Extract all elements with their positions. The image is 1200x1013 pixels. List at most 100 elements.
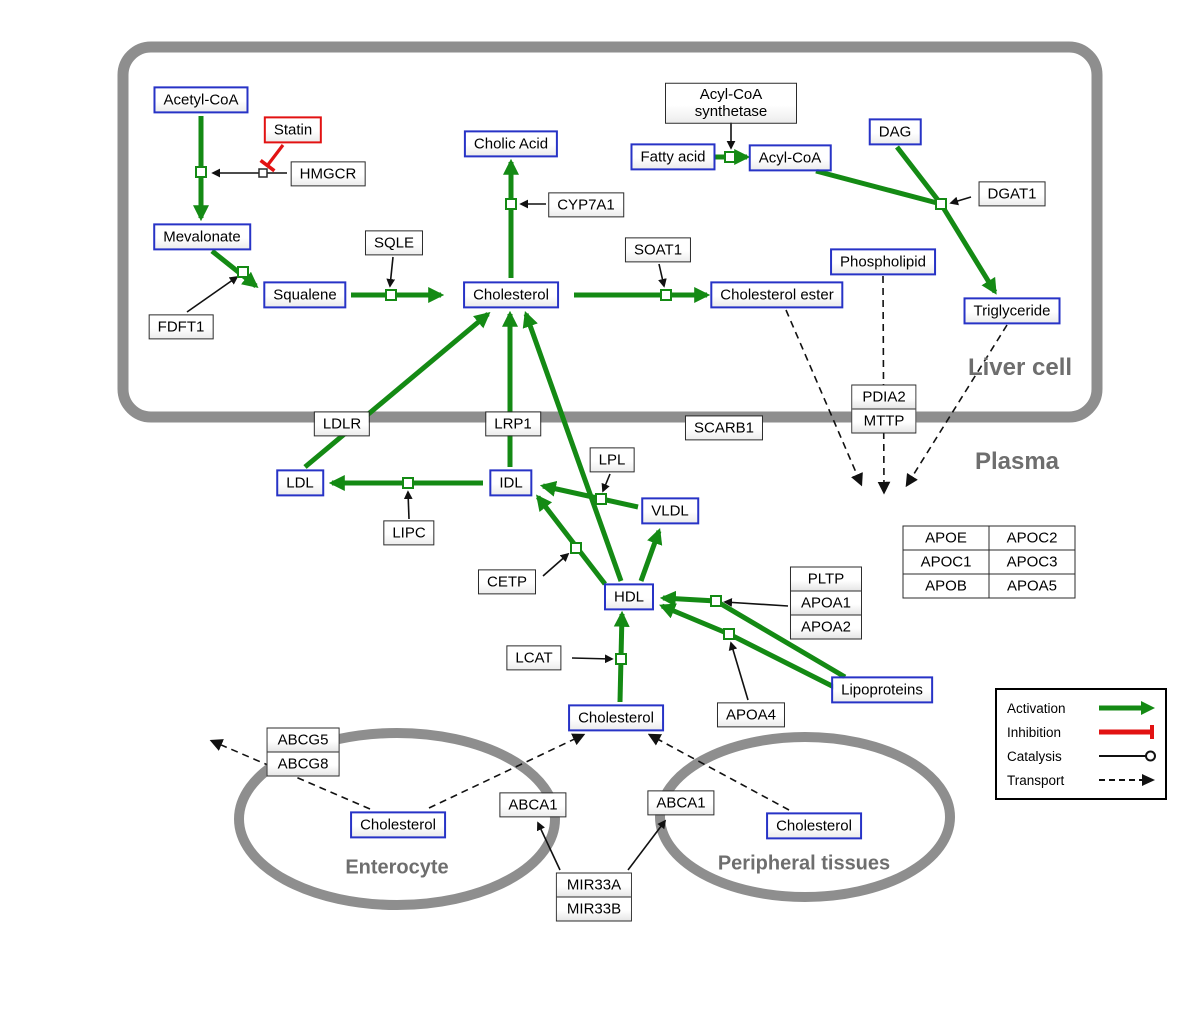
edge-dgat1-catalysis bbox=[949, 196, 972, 206]
node-fdft1[interactable]: FDFT1 bbox=[148, 314, 214, 340]
enterocyte-membrane bbox=[234, 728, 560, 910]
legend-row-inhibition: Inhibition bbox=[1007, 720, 1157, 744]
node-sqle[interactable]: SQLE bbox=[364, 230, 424, 256]
node-statin[interactable]: Statin bbox=[263, 116, 323, 144]
legend-row-transport: Transport bbox=[1007, 768, 1157, 792]
legend-catalysis-label: Catalysis bbox=[1007, 748, 1062, 764]
node-apoa1[interactable]: APOA1 bbox=[790, 590, 862, 615]
node-cholesterol-plasma[interactable]: Cholesterol bbox=[568, 704, 664, 732]
edge-ldl-cholesterol bbox=[303, 311, 491, 469]
catalysis-circle-icon bbox=[1099, 750, 1156, 762]
node-cetp[interactable]: CETP bbox=[477, 569, 537, 595]
liver-cell-membrane bbox=[117, 41, 1103, 423]
edge-mir33-abca1-right bbox=[627, 819, 667, 871]
edge-fdft1-catalysis bbox=[186, 275, 239, 313]
legend: Activation Inhibition Catalysis Transpor… bbox=[995, 688, 1167, 800]
abcg5-abcg8-stack: ABCG5 ABCG8 bbox=[266, 727, 340, 777]
edge-lpl-catalysis bbox=[601, 473, 611, 493]
node-apoe[interactable]: APOE bbox=[903, 526, 990, 551]
inhibition-tbar-icon bbox=[1099, 725, 1154, 739]
node-apoc1[interactable]: APOC1 bbox=[903, 550, 990, 575]
inhibition-edge-statin-hmgcr bbox=[259, 144, 285, 173]
edge-hdl-vldl bbox=[638, 527, 663, 582]
node-lcat[interactable]: LCAT bbox=[506, 645, 562, 671]
node-scarb1[interactable]: SCARB1 bbox=[684, 415, 764, 441]
node-triglyceride[interactable]: Triglyceride bbox=[963, 297, 1061, 325]
node-abcg5[interactable]: ABCG5 bbox=[267, 728, 339, 752]
enterocyte-label: Enterocyte bbox=[345, 856, 449, 879]
catalysis-edges bbox=[186, 121, 972, 871]
pdia2-mttp-stack: PDIA2 MTTP bbox=[851, 384, 917, 434]
edge-junction-triglyceride bbox=[938, 202, 998, 295]
peripheral-tissues-label: Peripheral tissues bbox=[717, 852, 891, 875]
node-phospholipid[interactable]: Phospholipid bbox=[830, 248, 936, 276]
legend-transport-label: Transport bbox=[1007, 772, 1065, 788]
node-mttp[interactable]: MTTP bbox=[852, 408, 916, 433]
node-squalene[interactable]: Squalene bbox=[263, 281, 347, 309]
node-mir33b[interactable]: MIR33B bbox=[556, 896, 632, 921]
edge-phospholipid-plasma bbox=[877, 275, 891, 495]
node-cholesterol-peripheral[interactable]: Cholesterol bbox=[766, 812, 862, 840]
edge-hdl-idl-cetp bbox=[536, 494, 607, 586]
node-dag[interactable]: DAG bbox=[868, 118, 922, 146]
node-vldl[interactable]: VLDL bbox=[641, 497, 699, 525]
node-cyp7a1[interactable]: CYP7A1 bbox=[548, 192, 624, 218]
node-cholesterol-enterocyte[interactable]: Cholesterol bbox=[350, 811, 446, 839]
edge-enterocyte-cholesterol-to-plasma bbox=[428, 733, 586, 809]
node-soat1[interactable]: SOAT1 bbox=[624, 237, 692, 263]
node-hdl[interactable]: HDL bbox=[603, 583, 655, 611]
node-lpl[interactable]: LPL bbox=[589, 447, 635, 473]
node-apoc3[interactable]: APOC3 bbox=[989, 550, 1076, 575]
peripheral-tissues-membrane bbox=[655, 732, 955, 902]
edge-mir33-abca1-left bbox=[536, 821, 561, 871]
edge-apoa4-catalysis bbox=[728, 641, 749, 701]
node-mevalonate[interactable]: Mevalonate bbox=[153, 223, 251, 251]
node-ldlr[interactable]: LDLR bbox=[313, 411, 371, 437]
reaction-squares bbox=[195, 151, 947, 665]
edge-pltp-apoa-catalysis bbox=[723, 598, 789, 607]
transport-dashed-arrow-icon bbox=[1099, 774, 1155, 786]
node-apoa4[interactable]: APOA4 bbox=[716, 702, 786, 728]
node-apoc2[interactable]: APOC2 bbox=[989, 526, 1076, 551]
node-idl[interactable]: IDL bbox=[489, 469, 533, 497]
node-dgat1[interactable]: DGAT1 bbox=[978, 181, 1046, 207]
catalysis-anchor-square bbox=[258, 168, 268, 178]
node-apob[interactable]: APOB bbox=[903, 574, 990, 599]
node-lipc[interactable]: LIPC bbox=[383, 520, 435, 546]
legend-inhibition-label: Inhibition bbox=[1007, 724, 1062, 740]
edge-acylcoa-dgat-junction bbox=[815, 168, 942, 207]
node-lipoproteins[interactable]: Lipoproteins bbox=[831, 676, 933, 704]
edge-lcat-catalysis bbox=[571, 654, 614, 664]
legend-activation-label: Activation bbox=[1007, 700, 1066, 716]
node-abca1-right[interactable]: ABCA1 bbox=[647, 790, 715, 816]
node-cholesterol-liver[interactable]: Cholesterol bbox=[463, 281, 559, 309]
edge-lipc-catalysis bbox=[403, 490, 413, 520]
node-pdia2[interactable]: PDIA2 bbox=[852, 385, 916, 409]
edge-triglyceride-plasma bbox=[905, 324, 1008, 488]
node-fatty-acid[interactable]: Fatty acid bbox=[630, 143, 716, 171]
node-apoa2[interactable]: APOA2 bbox=[790, 614, 862, 639]
node-mir33a[interactable]: MIR33A bbox=[556, 873, 632, 897]
node-pltp[interactable]: PLTP bbox=[790, 567, 862, 591]
node-abca1-left[interactable]: ABCA1 bbox=[499, 792, 567, 818]
pltp-apoa-stack: PLTP APOA1 APOA2 bbox=[789, 566, 863, 640]
node-apoa5[interactable]: APOA5 bbox=[989, 574, 1076, 599]
liver-cell-label: Liver cell bbox=[967, 354, 1073, 381]
edge-soat1-catalysis bbox=[658, 263, 667, 288]
activation-arrow-icon bbox=[1099, 701, 1155, 715]
compartment-outlines bbox=[117, 41, 1103, 910]
node-lrp1[interactable]: LRP1 bbox=[485, 411, 541, 437]
node-cholic-acid[interactable]: Cholic Acid bbox=[463, 130, 559, 158]
edge-peripheral-cholesterol-to-plasma bbox=[647, 733, 790, 811]
node-cholesterol-ester[interactable]: Cholesterol ester bbox=[710, 281, 844, 309]
node-abcg8[interactable]: ABCG8 bbox=[267, 751, 339, 776]
node-acetyl-coa[interactable]: Acetyl-CoA bbox=[153, 86, 249, 114]
legend-row-activation: Activation bbox=[1007, 696, 1157, 720]
node-acyl-coa-synthetase[interactable]: Acyl-CoA synthetase bbox=[665, 82, 797, 124]
node-acyl-coa[interactable]: Acyl-CoA bbox=[748, 144, 832, 172]
node-hmgcr[interactable]: HMGCR bbox=[290, 161, 366, 187]
edge-vldl-idl bbox=[539, 480, 639, 510]
node-ldl[interactable]: LDL bbox=[276, 469, 324, 497]
